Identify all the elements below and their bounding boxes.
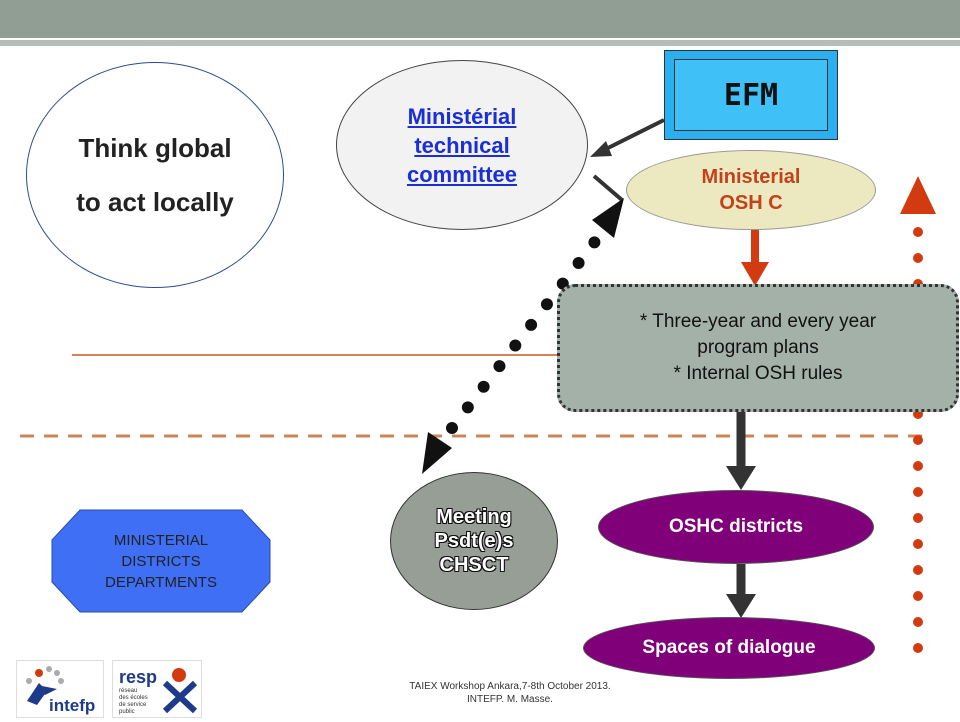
think-line-1: Think global (78, 133, 232, 163)
committee-to-osh-line (592, 174, 624, 202)
footer-credit: TAIEX Workshop Ankara,7-8th October 2013… (370, 680, 650, 706)
efm-box: EFM (664, 50, 838, 140)
resp-sub-1: réseau (119, 688, 137, 694)
efm-to-committee-line (603, 118, 665, 152)
header-bar (0, 0, 960, 38)
efm-label: EFM (674, 59, 828, 131)
dotted-arrowhead-up (592, 198, 624, 238)
plans-line-3: * Internal OSH rules (673, 363, 843, 384)
plans-line-1: * Three-year and every year (639, 311, 877, 332)
departments-octagon (51, 509, 271, 613)
resp-sub-4: public (119, 709, 135, 715)
header-underline (0, 40, 960, 46)
committee-line-2[interactable]: technical (414, 132, 510, 158)
meeting-ellipse: Meeting Psdt(e)s CHSCT (390, 472, 558, 610)
departments-line-2: DISTRICTS (121, 552, 201, 570)
oshc-districts-label: OSHC districts (668, 516, 804, 537)
resp-logo: resp réseau des écoles de service public (112, 660, 202, 718)
resp-sub-3: de service (119, 702, 147, 708)
committee-line-1[interactable]: Ministérial (407, 103, 517, 129)
osh-line-1: Ministerial (701, 166, 801, 188)
departments-label: MINISTERIAL DISTRICTS DEPARTMENTS (52, 510, 270, 612)
efm-to-committee-arrowhead (590, 141, 612, 157)
departments-line-1: MINISTERIAL (113, 531, 209, 549)
program-plans-box: * Three-year and every year program plan… (557, 284, 959, 412)
intefp-logo-text: intefp (49, 696, 95, 715)
intefp-logo-graphic: intefp (26, 666, 95, 715)
intefp-logo: intefp (16, 660, 104, 718)
meeting-line-1: Meeting (436, 506, 512, 528)
ministerial-osh-c-ellipse: Ministerial OSH C (626, 150, 876, 230)
meeting-line-2: Psdt(e)s (434, 530, 514, 552)
oshc-to-spaces-arrowhead (726, 594, 756, 618)
dotted-diagonal-line (446, 216, 616, 434)
committee-line-3[interactable]: committee (406, 161, 518, 187)
resp-sub-2: des écoles (119, 695, 148, 701)
osh-line-2: OSH C (719, 192, 783, 214)
dotted-arrowhead-down (422, 432, 452, 474)
ministerial-committee-ellipse[interactable]: Ministérial technical committee (336, 60, 588, 230)
resp-logo-graphic: resp réseau des écoles de service public (119, 667, 198, 715)
departments-line-3: DEPARTMENTS (105, 573, 217, 591)
plans-to-oshc-arrowhead (726, 466, 756, 490)
footer-line-1: TAIEX Workshop Ankara,7-8th October 2013… (409, 681, 611, 692)
oshc-districts-ellipse: OSHC districts (598, 490, 874, 564)
red-arrowhead (741, 262, 769, 286)
spaces-label: Spaces of dialogue (642, 637, 816, 658)
plans-line-2: program plans (697, 337, 819, 358)
resp-logo-text: resp (119, 667, 157, 687)
spaces-of-dialogue-ellipse: Spaces of dialogue (583, 617, 875, 679)
think-global-ellipse: Think global to act locally (26, 62, 284, 288)
think-line-2: to act locally (76, 187, 234, 217)
right-red-arrowhead (900, 176, 936, 214)
footer-line-2: INTEFP. M. Masse. (467, 694, 553, 705)
meeting-line-3: CHSCT (439, 554, 509, 576)
